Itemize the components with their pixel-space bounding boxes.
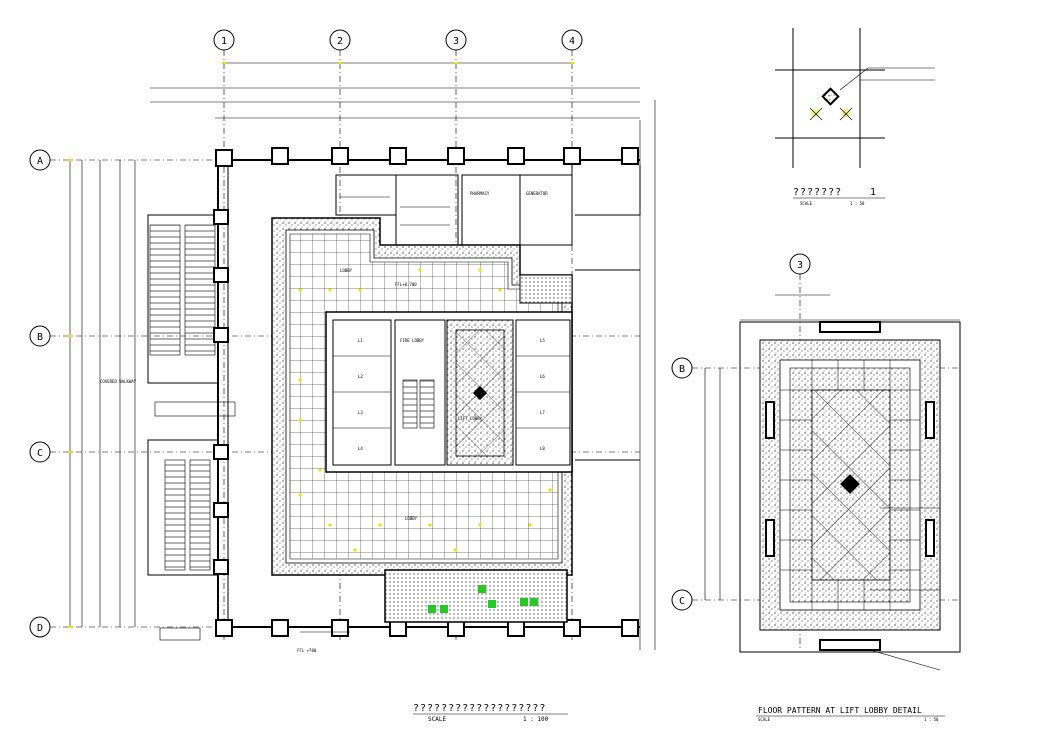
detail-grid-row-c: C [679,596,685,607]
lobby-detail-scale-value: 1 : 50 [924,717,939,722]
grid-col-1: 1 [221,36,227,47]
label-ffl-lobby: FFL+0.700 [395,282,417,287]
lift-l7: L7 [540,410,545,415]
main-plan-title-block: ??????????????????? SCALE 1 : 100 [413,703,568,723]
exterior-stair: COVERED WALKWAY [100,214,236,576]
lift-l3: L3 [358,410,363,415]
grid-col-4: 4 [569,36,575,47]
label-pharmacy: PHARMACY [470,191,490,196]
corner-detail-scale-value: 1 : 50 [850,201,865,206]
label-lobby-north: LOBBY [340,268,353,273]
level-markers [298,268,552,552]
lobby-detail-scale-label: SCALE [758,717,771,722]
lift-core: L1 L2 L3 L4 L5 L6 L7 L8 FIRE LOBBY LIFT … [325,311,573,473]
lift-l6: L6 [540,374,545,379]
lift-l8: L8 [540,446,545,451]
label-fire-lobby: FIRE LOBBY [400,338,425,343]
label-ffl-700: FFL +700 [297,648,317,653]
main-floor-plan: 1 2 3 4 A B C D [29,29,656,723]
main-plan-scale-value: 1 : 100 [523,716,549,723]
grid-row-d: D [37,623,43,634]
lift-l5: L5 [540,338,545,343]
grid-row-b: B [37,332,43,343]
lift-l2: L2 [358,374,363,379]
corner-detail-scale-label: SCALE [800,201,813,206]
label-lift-lobby: LIFT LOBBY [458,416,483,421]
detail-grid-row-b: B [679,364,685,375]
main-plan-scale-label: SCALE [428,716,446,723]
grid-col-2: 2 [337,36,343,47]
label-lobby-south: LOBBY [405,516,418,521]
entrance-planter [384,274,573,623]
grid-row-a: A [37,156,43,167]
label-generator: GENERATOR [526,191,548,196]
corner-detail: ??????? 1 SCALE 1 : 50 [775,28,935,206]
label-covered-walkway: COVERED WALKWAY [100,379,137,384]
entry-elevation: FFL +700 [159,627,350,653]
main-plan-title: ??????????????????? [413,703,546,714]
lobby-detail-title: FLOOR PATTERN AT LIFT LOBBY DETAIL [758,706,922,715]
dimension-lines [68,62,656,650]
structural-columns [213,147,639,637]
lift-l1: L1 [358,338,363,343]
lift-l4: L4 [358,446,363,451]
corner-detail-number: 1 [870,187,876,198]
grid-row-c: C [37,448,43,459]
lift-lobby-pattern-detail: 3 B C [671,253,961,722]
detail-border-tiles [780,360,920,610]
detail-grid-col-3: 3 [797,260,803,271]
corner-detail-title: ??????? [793,187,842,198]
grid-col-3: 3 [453,36,459,47]
